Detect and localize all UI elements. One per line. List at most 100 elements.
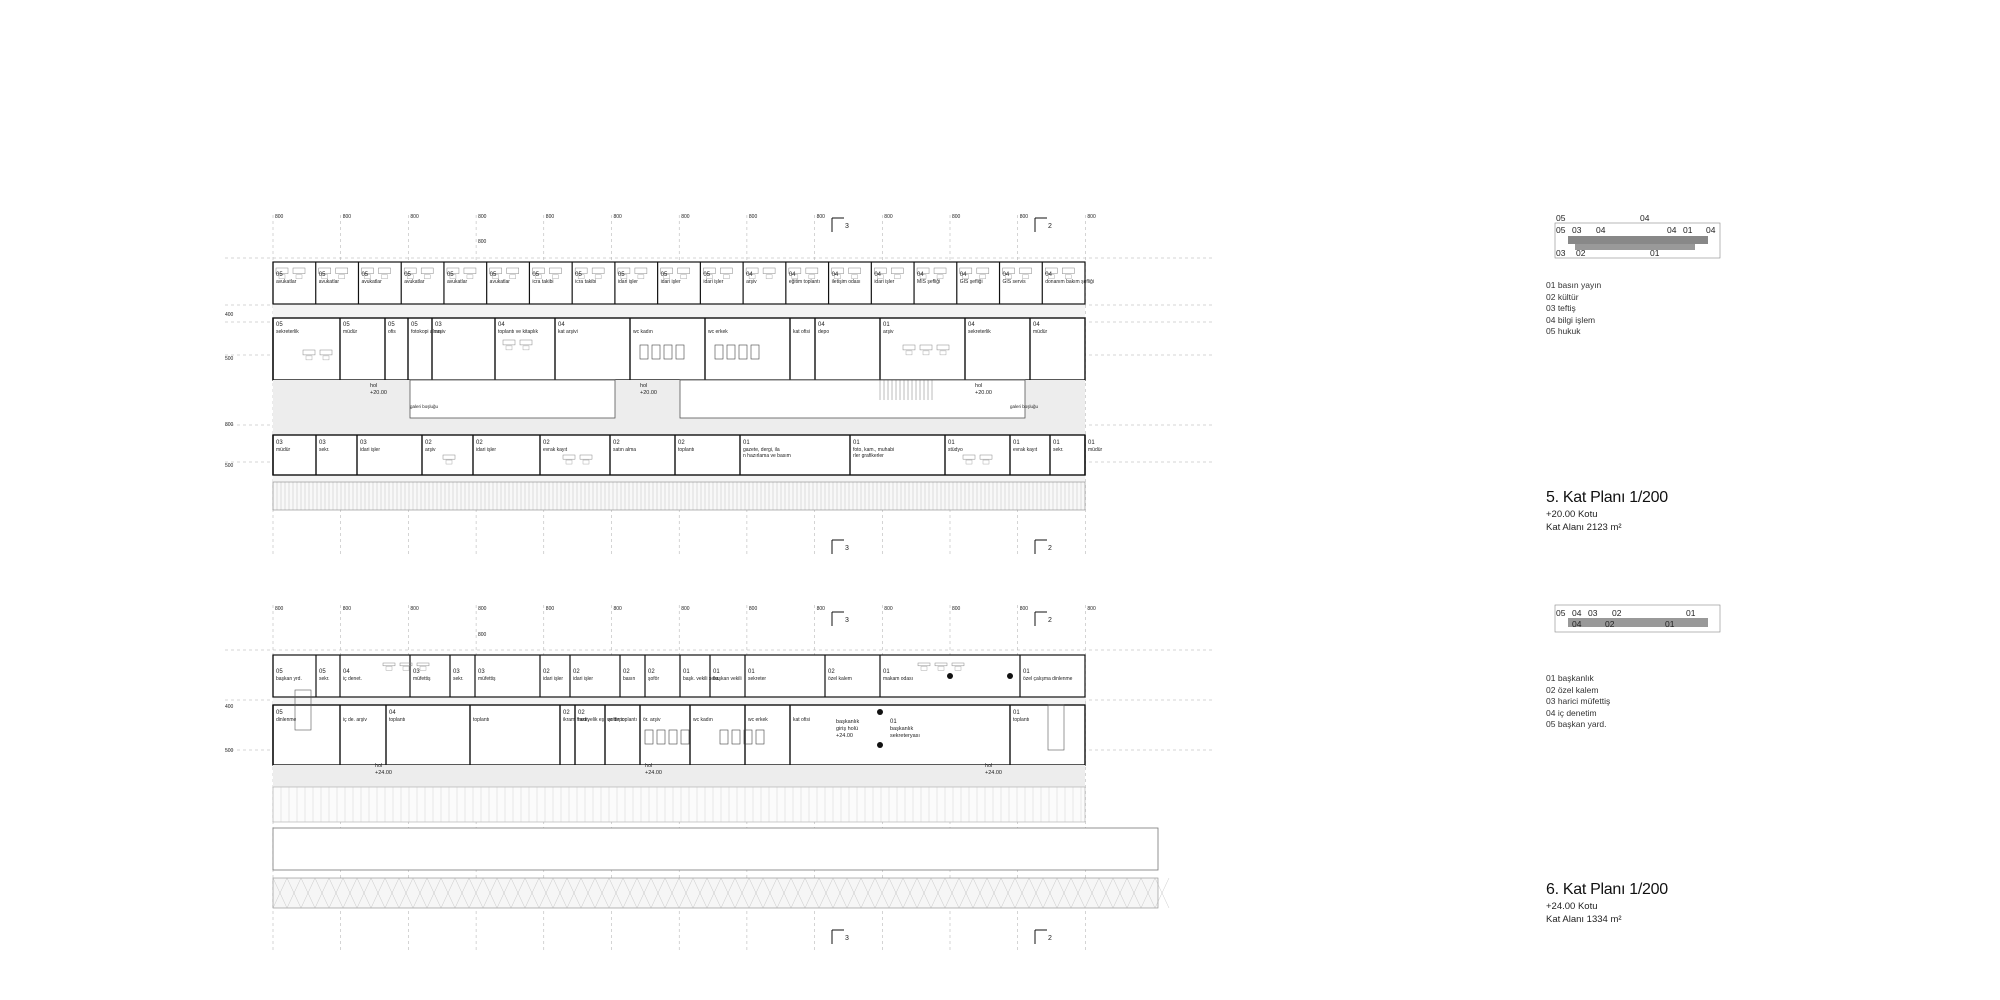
desk xyxy=(292,267,306,274)
chair xyxy=(577,274,585,279)
lattice xyxy=(426,877,442,909)
room-name: icra takibi xyxy=(575,279,596,285)
lattice xyxy=(748,877,764,909)
room-name: başkan yrd. xyxy=(276,676,302,682)
room-number: 02 xyxy=(563,710,570,716)
room-name: şoför xyxy=(648,676,659,682)
desk xyxy=(549,267,562,274)
desk xyxy=(848,267,861,274)
chair xyxy=(919,274,927,279)
room-name: müfettiş xyxy=(413,676,431,682)
dimension-label: 800 xyxy=(225,422,234,428)
room-number: 05 xyxy=(319,272,326,278)
room-name: sekr. xyxy=(319,447,330,453)
desk xyxy=(959,267,973,274)
room-name: arşiv xyxy=(425,447,436,453)
section-mark-label: 2 xyxy=(1048,935,1052,942)
room-number: 05 xyxy=(361,272,368,278)
lattice xyxy=(594,877,610,909)
chair xyxy=(492,274,499,279)
plan-6-area: Kat Alanı 1334 m² xyxy=(1546,914,1622,925)
furniture xyxy=(442,454,456,465)
room-name: evrak kayıt xyxy=(1013,447,1038,453)
room-number: 02 xyxy=(476,440,483,446)
chair xyxy=(407,274,414,279)
chair xyxy=(321,274,328,279)
furniture xyxy=(1045,267,1075,279)
legend-item: 05 hukuk xyxy=(1546,326,1581,336)
desk xyxy=(979,454,993,460)
legend-item: 04 iç denetim xyxy=(1546,707,1597,718)
room-name: idari işler xyxy=(573,676,593,682)
room-number: 02 xyxy=(543,669,550,675)
foyer-level: +24.00 xyxy=(836,733,853,739)
lattice xyxy=(300,877,316,909)
dimension-label: 800 xyxy=(614,606,623,612)
room-number: 03 xyxy=(319,440,326,446)
room-number: 04 xyxy=(960,272,967,278)
chair xyxy=(381,274,388,279)
lattice xyxy=(706,877,722,909)
room-name: sekr. xyxy=(319,676,330,682)
furniture xyxy=(745,267,776,279)
lattice xyxy=(762,877,778,909)
lattice xyxy=(874,877,890,909)
furniture xyxy=(489,267,519,279)
desk xyxy=(934,662,948,667)
room-name: müdür xyxy=(1033,329,1048,335)
chair xyxy=(322,355,330,361)
key-plan-label: 02 xyxy=(1605,619,1615,629)
lattice xyxy=(958,877,974,909)
chair xyxy=(965,459,973,465)
chair xyxy=(936,274,944,279)
wc-stall xyxy=(639,344,649,360)
room-number: 05 xyxy=(703,272,710,278)
wc-stall xyxy=(668,729,678,745)
top-room-band xyxy=(272,261,1086,305)
room-name: sekreterlik xyxy=(276,329,299,335)
lattice xyxy=(566,877,582,909)
furniture xyxy=(959,267,990,279)
room-name: hediyelik eş. ve depo xyxy=(578,717,625,723)
room-name: iç de. arşiv xyxy=(343,717,367,723)
lattice xyxy=(440,877,456,909)
plan-6-legend: 01 başkanlık 02 özel kalem 03 harici müf… xyxy=(1546,673,1846,731)
chair xyxy=(552,274,559,279)
dimension-label: 500 xyxy=(225,748,234,754)
desk xyxy=(805,267,819,274)
desk xyxy=(416,662,430,667)
lattice xyxy=(678,877,694,909)
room-name: basın xyxy=(623,676,635,682)
lattice xyxy=(356,877,372,909)
room-number: 05 xyxy=(276,322,283,328)
chair xyxy=(424,274,431,279)
room-number: 05 xyxy=(276,272,283,278)
dimension-label: 800 xyxy=(817,214,826,220)
room-number: 04 xyxy=(832,272,839,278)
gallery-void xyxy=(409,379,616,419)
desk xyxy=(302,349,316,356)
section-mark-label: 2 xyxy=(1048,223,1052,230)
room-name: müdür xyxy=(276,447,291,453)
wc-stall xyxy=(675,344,685,360)
dimension-label: 800 xyxy=(952,214,961,220)
key-plan-label: 02 xyxy=(1576,248,1586,258)
key-plan-label: 05 xyxy=(1556,608,1566,618)
room-name: icra takibi xyxy=(532,279,553,285)
lattice xyxy=(818,877,834,909)
room-name: wc erkek xyxy=(708,329,728,335)
gallery-label: galeri boşluğu xyxy=(1010,404,1039,409)
lattice xyxy=(286,877,302,909)
foyer-label: giriş holü xyxy=(836,726,858,732)
chair xyxy=(445,459,453,465)
room-name: eğitim toplantı xyxy=(789,279,820,285)
desk xyxy=(319,349,333,356)
room-number: 04 xyxy=(558,322,565,328)
furniture xyxy=(874,267,904,279)
room-number: 04 xyxy=(343,669,350,675)
room-number: 04 xyxy=(874,272,881,278)
desk xyxy=(874,267,887,274)
room-name: dinlenme xyxy=(276,717,297,723)
hall-label: hol xyxy=(645,763,652,769)
lattice xyxy=(1042,877,1058,909)
